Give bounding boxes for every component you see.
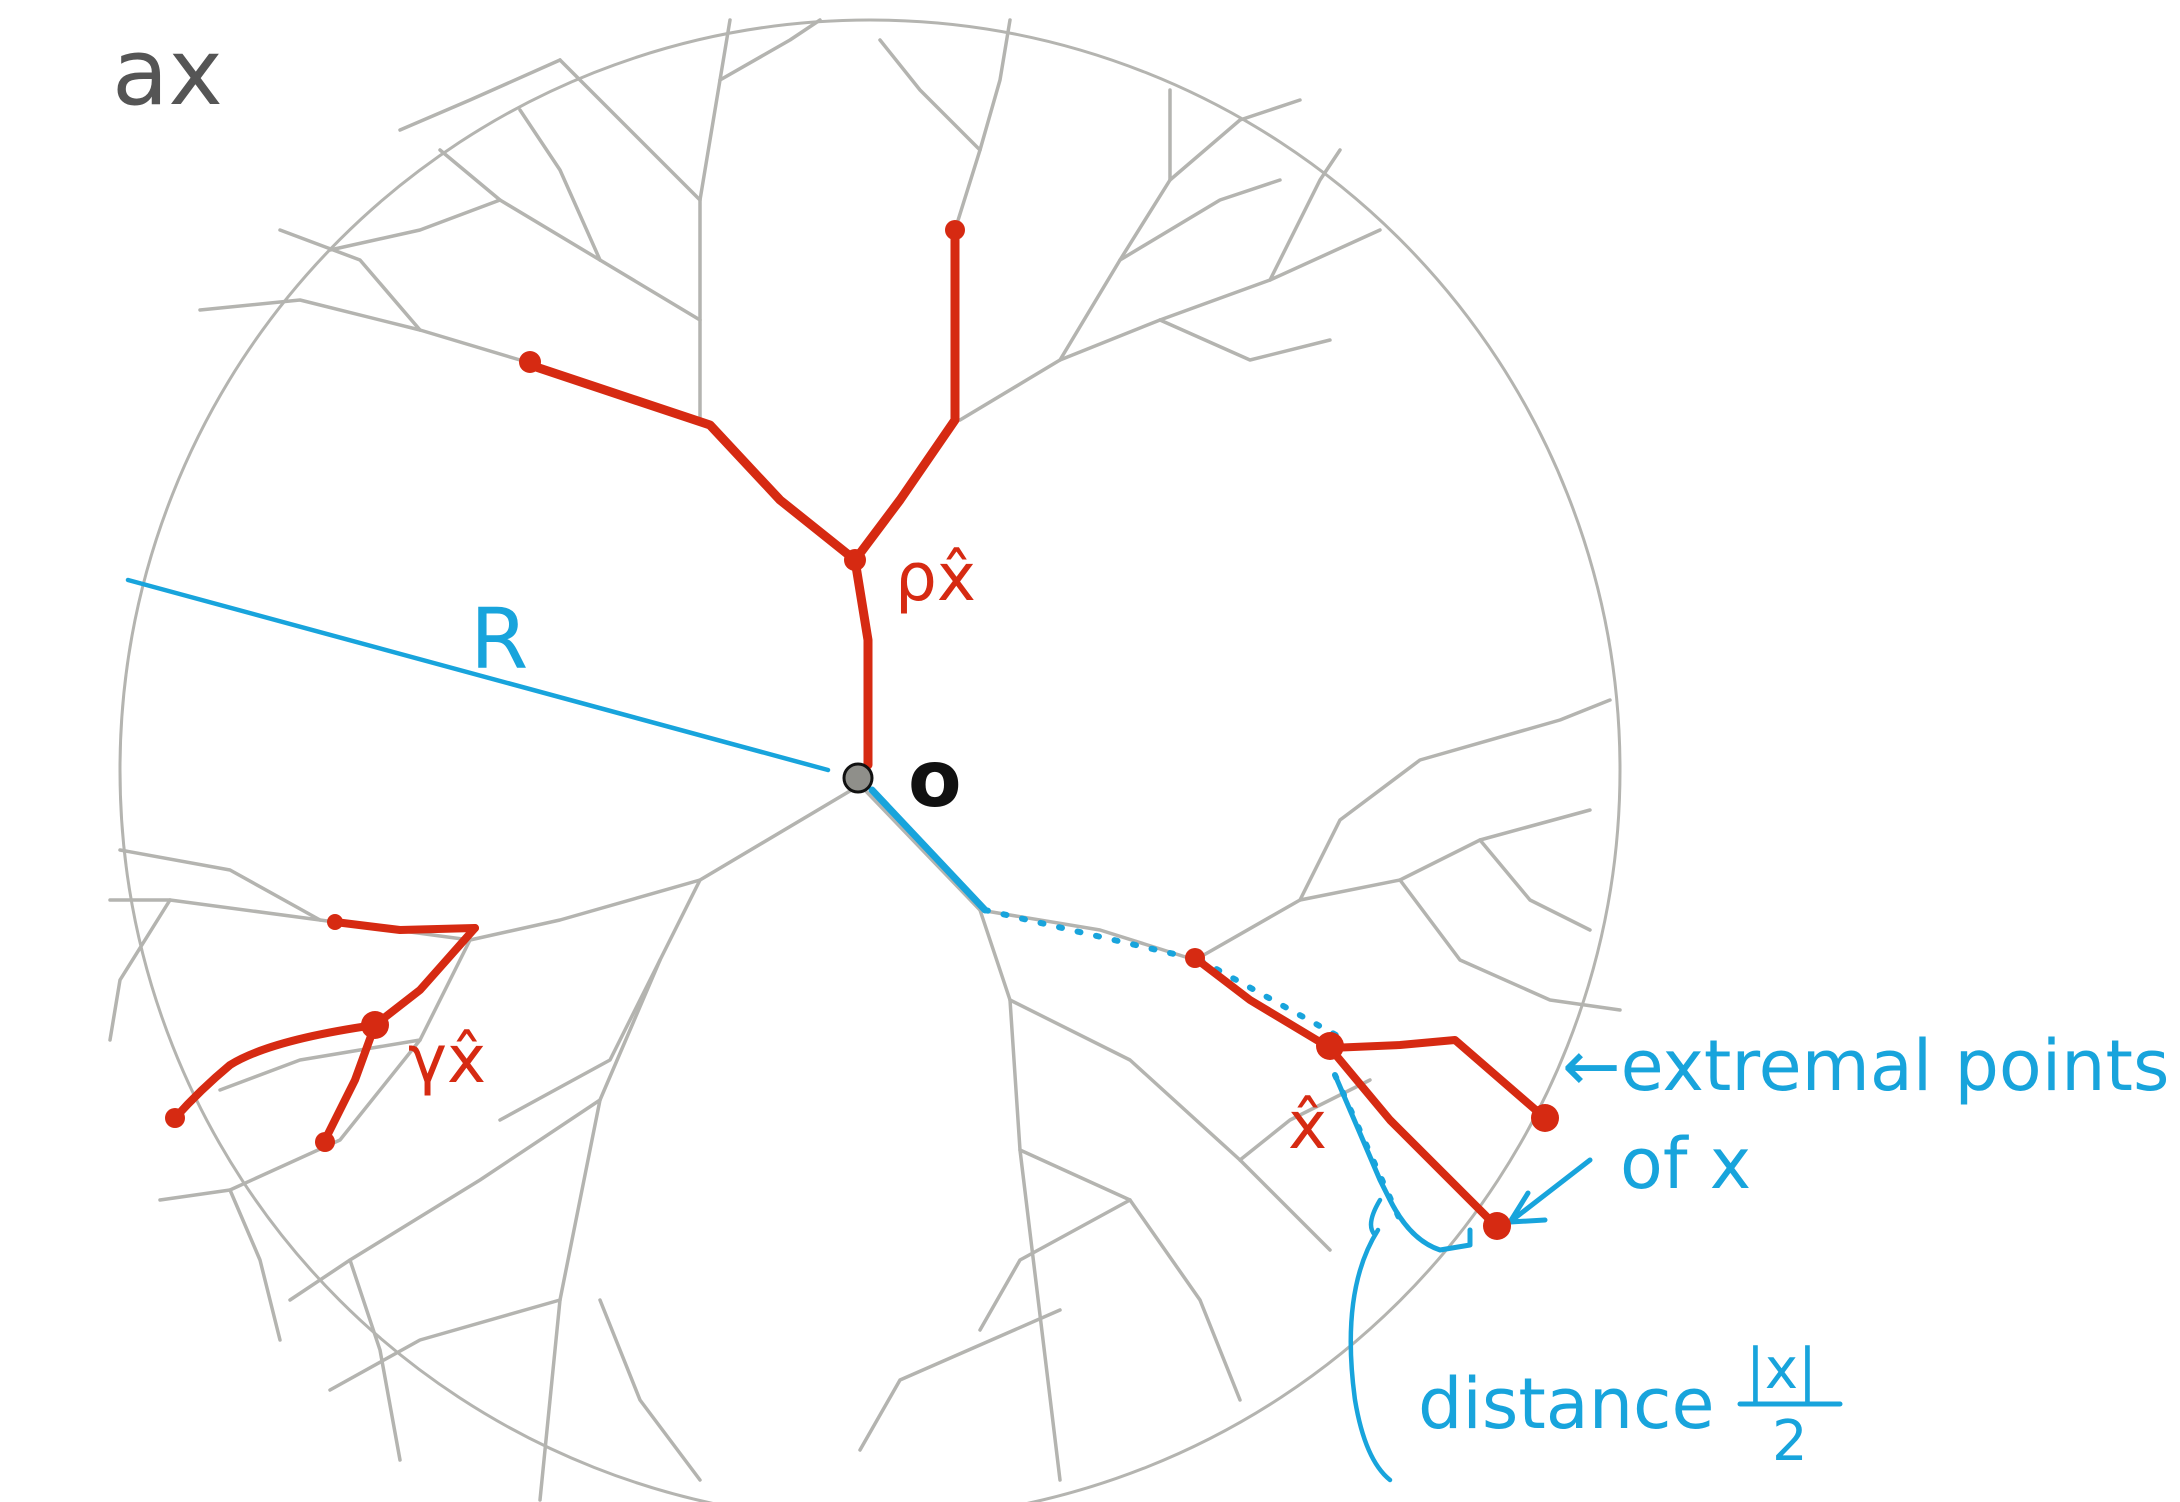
red-node [315, 1132, 335, 1152]
gray-branch [1008, 998, 1332, 1252]
extremal-point-1 [1531, 1104, 1559, 1132]
distance-fraction-numerator: |x| [1746, 1337, 1817, 1402]
red-branch [1326, 1036, 1549, 1122]
gray-branch [398, 58, 562, 132]
origin-label: o [908, 735, 962, 825]
gray-branch [858, 783, 1062, 1482]
gray-branch [858, 1308, 1062, 1452]
gray-branch [438, 148, 702, 322]
gray-branch [1478, 838, 1592, 932]
gray-branch [328, 198, 502, 252]
geodesic-solid [868, 786, 989, 914]
red-node [519, 351, 541, 373]
gray-branch [1268, 148, 1342, 282]
red-node [844, 549, 866, 571]
gray-branch [1398, 878, 1622, 1012]
red-node [1316, 1032, 1344, 1060]
radius-line [125, 577, 831, 773]
gray-branch [978, 1198, 1132, 1332]
red-node [945, 220, 965, 240]
gray-branch [498, 958, 662, 1122]
gray-branch [348, 1258, 402, 1462]
gray-branch [538, 783, 862, 1502]
gray-branch [1193, 808, 1592, 962]
gray-branch [953, 18, 1012, 232]
gray-branch [978, 908, 1197, 962]
gray-branch [328, 1298, 562, 1392]
gray-tree [108, 18, 1622, 1502]
gray-branch [1018, 1148, 1242, 1402]
x-hat-label: x̂ [1288, 1087, 1327, 1164]
gray-branch [718, 18, 822, 82]
red-node [1185, 948, 1205, 968]
origin-point [842, 762, 874, 794]
distance-label: distance [1418, 1363, 1715, 1445]
boundary-circle [118, 18, 1622, 1502]
gray-branch [598, 1298, 702, 1482]
extremal-label-line2: of x [1620, 1123, 1751, 1205]
gray-branch [158, 938, 472, 1202]
gray-branch [278, 228, 422, 332]
gray-branch [558, 58, 702, 202]
rho-x-label: ρx̂ [895, 539, 976, 616]
corner-label: ax [112, 19, 223, 126]
red-branch [1191, 954, 1334, 1052]
gray-branch [288, 1098, 602, 1302]
distance-bracket [1332, 1072, 1473, 1253]
red-branch [171, 1021, 379, 1122]
subtree-x-hat [1191, 954, 1549, 1229]
red-branch [1326, 1044, 1499, 1229]
red-node [327, 914, 343, 930]
gamma-x-label: γx̂ [408, 1021, 486, 1098]
gray-branch [198, 298, 522, 362]
gray-branch [518, 108, 602, 262]
gray-branch [228, 1188, 282, 1342]
red-branch [850, 227, 960, 565]
red-branch [331, 918, 479, 934]
subtree-rho-x [525, 227, 960, 770]
red-branch [850, 555, 873, 770]
arrow-extremal-2 [1512, 1157, 1593, 1221]
gray-branch [1168, 98, 1302, 182]
gray-branch [108, 898, 172, 1042]
gray-branch [1298, 698, 1612, 902]
red-branch [371, 924, 479, 1029]
subtree-x-hat-nodes [1185, 948, 1559, 1240]
red-node [361, 1011, 389, 1039]
subtree-rho-x-nodes [519, 220, 965, 571]
gray-branch [878, 38, 982, 152]
red-branch [321, 1021, 379, 1144]
extremal-point-2 [1483, 1212, 1511, 1240]
gray-branch [218, 1038, 422, 1092]
gray-branch [1158, 318, 1332, 362]
geodesic-dotted [982, 907, 1203, 963]
red-node [165, 1108, 185, 1128]
extremal-label-line1: ←extremal points [1562, 1025, 2169, 1107]
gray-branch [1058, 88, 1172, 362]
red-branch [525, 360, 860, 565]
radius-label: R [470, 590, 528, 688]
distance-fraction-denominator: 2 [1772, 1409, 1808, 1474]
gray-branch [1118, 178, 1282, 262]
subtree-gamma-x [171, 918, 479, 1144]
gray-branch [118, 848, 322, 922]
gray-branch [698, 18, 732, 422]
subtree-gamma-x-nodes [165, 914, 389, 1152]
distance-curve [1348, 1197, 1393, 1483]
